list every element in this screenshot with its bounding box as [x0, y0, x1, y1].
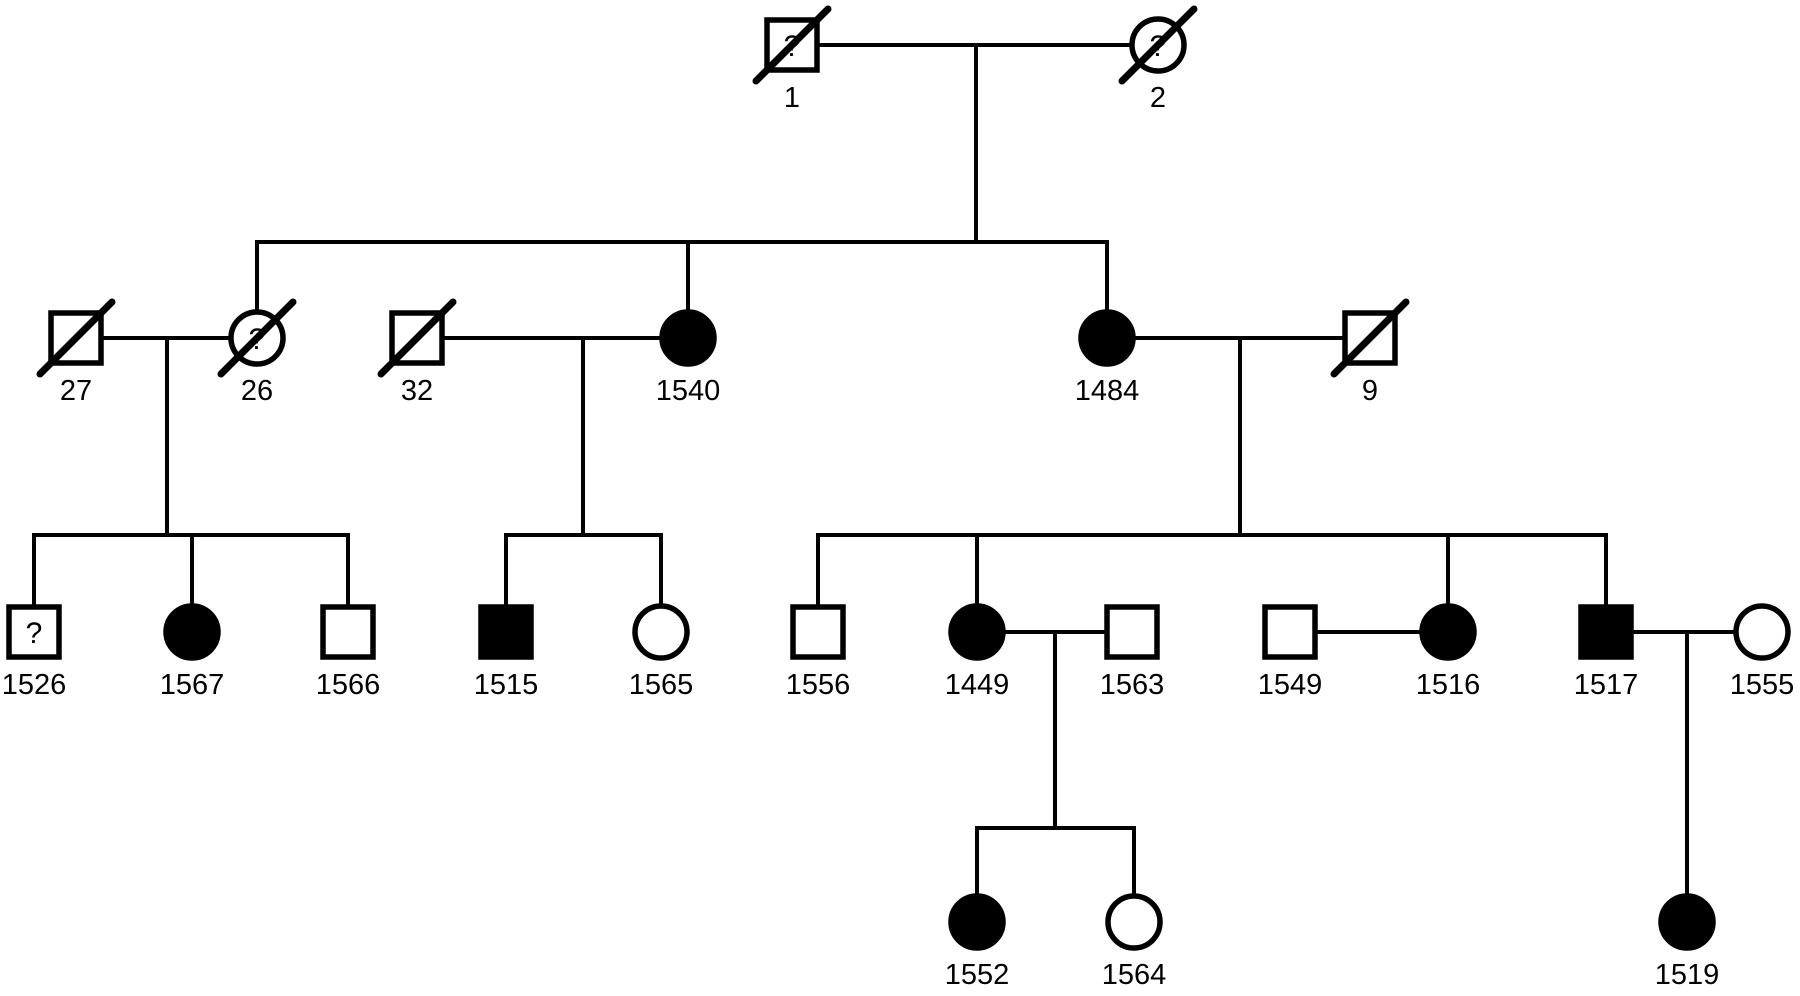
individual-label: 1566: [316, 669, 381, 701]
individual-26[interactable]: ?26: [217, 298, 297, 407]
individual-1517[interactable]: 1517: [1574, 604, 1639, 701]
individual-1[interactable]: ?1: [752, 5, 832, 114]
individual-label: 32: [401, 375, 433, 407]
individual-label: 1515: [474, 669, 539, 701]
individual-1540[interactable]: 1540: [656, 309, 721, 407]
male-square-icon: [790, 604, 846, 660]
individual-2[interactable]: ?2: [1118, 5, 1198, 114]
female-circle-icon: [948, 893, 1006, 951]
individual-label: 1: [784, 82, 800, 114]
individual-1552[interactable]: 1552: [945, 893, 1010, 991]
individual-label: 1564: [1102, 959, 1167, 991]
female-circle-icon: [1078, 309, 1136, 367]
female-circle-icon: [632, 603, 690, 661]
female-circle-icon: [1658, 893, 1716, 951]
individual-1555[interactable]: 1555: [1730, 603, 1795, 701]
individual-32[interactable]: 32: [377, 298, 457, 407]
individual-1449[interactable]: 1449: [945, 603, 1010, 701]
deceased-slash-icon: [1118, 5, 1198, 85]
individual-label: 1516: [1416, 669, 1481, 701]
individual-label: 1519: [1655, 959, 1720, 991]
individual-1515[interactable]: 1515: [474, 604, 539, 701]
individual-label: 1526: [2, 669, 67, 701]
individual-1567[interactable]: 1567: [160, 603, 225, 701]
individual-label: 26: [241, 375, 273, 407]
individual-1516[interactable]: 1516: [1416, 603, 1481, 701]
individual-label: 1565: [629, 669, 694, 701]
male-square-icon: [1104, 604, 1160, 660]
individual-label: 2: [1150, 82, 1166, 114]
individual-label: 1552: [945, 959, 1010, 991]
female-circle-icon: [163, 603, 221, 661]
male-square-icon: [1262, 604, 1318, 660]
individual-1563[interactable]: 1563: [1100, 604, 1165, 701]
individual-1556[interactable]: 1556: [786, 604, 851, 701]
female-circle-icon: [948, 603, 1006, 661]
individual-1526[interactable]: ? 1526: [2, 604, 67, 701]
individual-label: 1517: [1574, 669, 1639, 701]
deceased-slash-icon: [377, 298, 457, 378]
individual-label: 1449: [945, 669, 1010, 701]
female-circle-icon: [1105, 893, 1163, 951]
deceased-slash-icon: [36, 298, 116, 378]
relationship-lines: [32, 43, 1737, 897]
individual-1566[interactable]: 1566: [316, 604, 381, 701]
individual-label: 1555: [1730, 669, 1795, 701]
individual-label: 27: [60, 375, 92, 407]
individual-1519[interactable]: 1519: [1655, 893, 1720, 991]
male-square-icon: [320, 604, 376, 660]
individual-label: 9: [1362, 375, 1378, 407]
individual-9[interactable]: 9: [1330, 298, 1410, 407]
individual-1564[interactable]: 1564: [1102, 893, 1167, 991]
individual-label: 1540: [656, 375, 721, 407]
individual-label: 1484: [1075, 375, 1140, 407]
male-square-icon: [478, 604, 534, 660]
individual-symbols: ?1 ?2 27 ?26 32 1540 1484 9? 1526 1567 1566 1515 156…: [2, 5, 1795, 991]
individual-label: 1567: [160, 669, 225, 701]
individual-label: 1549: [1258, 669, 1323, 701]
male-square-icon: [6, 604, 62, 660]
male-square-icon: [1578, 604, 1634, 660]
individual-label: 1556: [786, 669, 851, 701]
individual-1549[interactable]: 1549: [1258, 604, 1323, 701]
female-circle-icon: [1419, 603, 1477, 661]
individual-27[interactable]: 27: [36, 298, 116, 407]
individual-label: 1563: [1100, 669, 1165, 701]
unknown-status-icon: ?: [26, 617, 43, 650]
deceased-slash-icon: [217, 298, 297, 378]
individual-1484[interactable]: 1484: [1075, 309, 1140, 407]
female-circle-icon: [659, 309, 717, 367]
individual-1565[interactable]: 1565: [629, 603, 694, 701]
deceased-slash-icon: [1330, 298, 1410, 378]
deceased-slash-icon: [752, 5, 832, 85]
female-circle-icon: [1733, 603, 1791, 661]
